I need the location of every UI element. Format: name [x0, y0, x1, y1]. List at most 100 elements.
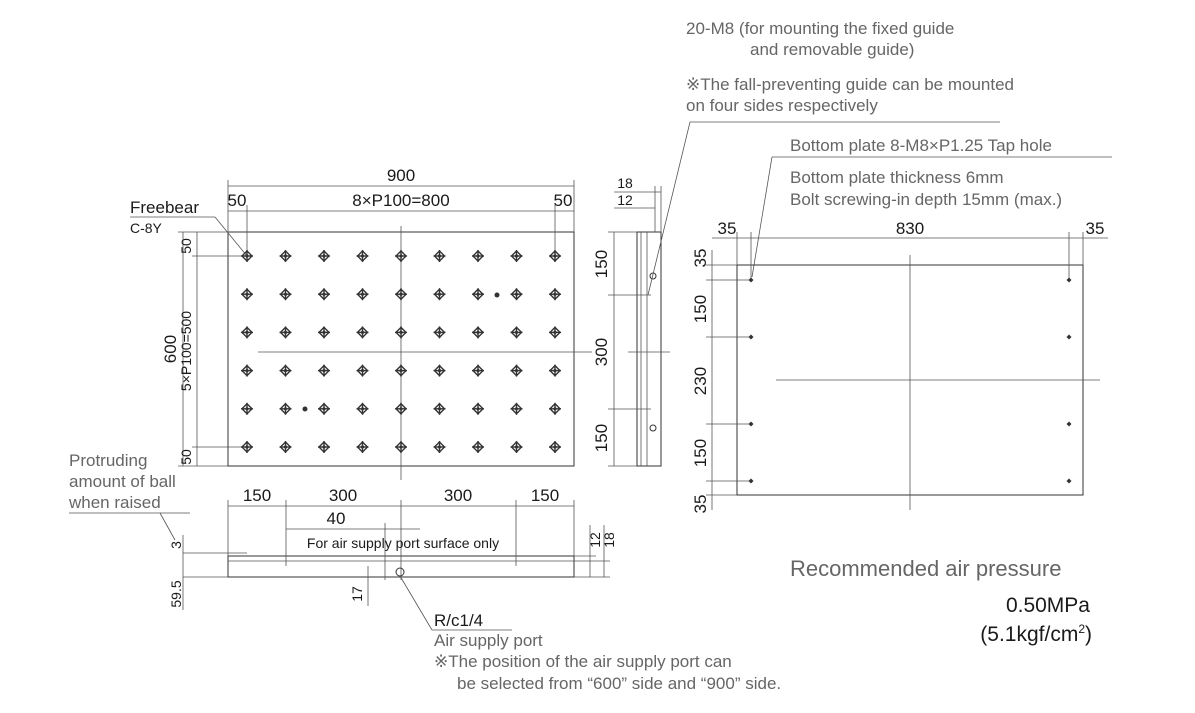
tap-hole	[1066, 478, 1072, 484]
ball-hole	[395, 288, 407, 301]
surface-note: For air supply port surface only	[307, 535, 499, 551]
protruding-line2: amount of ball	[69, 472, 176, 491]
ball-hole	[395, 441, 407, 453]
protruding-leader	[159, 512, 176, 541]
dim-900-label: 900	[387, 166, 415, 185]
tap-hole	[1066, 421, 1072, 427]
guide-note-line4: on four sides respectively	[686, 96, 878, 115]
ball-hole	[395, 250, 407, 262]
dim-600-label: 600	[161, 335, 180, 363]
air-pressure-block: Recommended air pressure 0.50MPa (5.1kgf…	[790, 556, 1092, 646]
side-dim-300: 300	[592, 338, 611, 366]
ball-hole	[395, 364, 407, 377]
ball-hole	[279, 288, 292, 301]
front-dim-150-left: 150	[243, 486, 271, 505]
bottom-dim-35-bottom: 35	[691, 495, 710, 514]
tap-leader	[751, 156, 773, 278]
tap-note: Bottom plate 8-M8×P1.25 Tap hole	[790, 136, 1052, 155]
front-dim-300-right: 300	[444, 486, 472, 505]
side-port-mark	[649, 424, 657, 432]
ball-hole	[510, 250, 523, 262]
side-dim-12: 12	[617, 192, 633, 208]
ball-hole	[241, 441, 253, 453]
ball-hole	[510, 441, 523, 453]
margin-left-label: 50	[228, 191, 247, 210]
guide-note-line3: ※The fall-preventing guide can be mounte…	[686, 75, 1014, 94]
ball-hole	[472, 441, 484, 453]
ball-hole	[241, 250, 253, 262]
ball-hole	[433, 364, 446, 377]
ball-hole	[549, 441, 561, 453]
ball-hole	[510, 288, 523, 301]
ball-hole	[549, 402, 561, 415]
top-view: 900 50 8×P100=800 50 600 50 5×P100=500 5…	[130, 166, 592, 480]
tap-hole	[748, 277, 754, 283]
port-note-line1: ※The position of the air supply port can	[434, 652, 732, 671]
ball-hole	[472, 250, 484, 262]
ball-hole	[356, 441, 369, 453]
ball-hole	[433, 250, 446, 262]
ball-hole	[472, 402, 484, 415]
margin-top-label: 50	[178, 238, 194, 254]
front-dim-40: 40	[327, 509, 346, 528]
ball-hole	[241, 326, 253, 339]
front-dim-59-5: 59.5	[168, 580, 184, 607]
ball-hole	[549, 326, 561, 339]
ball-hole	[318, 402, 330, 415]
bottom-dim-150-a: 150	[691, 295, 710, 323]
guide-note-line2: and removable guide)	[750, 40, 914, 59]
ball-hole	[549, 364, 561, 377]
front-dim-3: 3	[168, 541, 184, 549]
ball-hole	[549, 250, 561, 262]
side-dim-150-top: 150	[592, 250, 611, 278]
extra-mark	[494, 292, 500, 298]
front-dim-17: 17	[349, 586, 365, 602]
ball-hole	[433, 288, 446, 301]
ball-hole	[433, 402, 446, 415]
bottom-dim-35-right: 35	[1086, 219, 1105, 238]
ball-hole	[395, 402, 407, 415]
ball-hole	[318, 364, 330, 377]
bottom-dim-35-top: 35	[691, 249, 710, 268]
freebear-model-label: C-8Y	[130, 220, 163, 236]
air-pressure-value-alt: (5.1kgf/cm2)	[980, 622, 1092, 646]
air-pressure-alt-sup: 2	[1078, 622, 1085, 636]
ball-hole	[279, 326, 292, 339]
bottom-dim-230: 230	[691, 367, 710, 395]
side-dim-18: 18	[617, 175, 633, 191]
ball-hole	[279, 364, 292, 377]
bottom-dim-35-left: 35	[718, 219, 737, 238]
ball-hole	[356, 326, 369, 339]
tap-hole	[748, 421, 754, 427]
port-thread-label: R/c1/4	[434, 611, 483, 630]
ball-hole	[318, 288, 330, 301]
ball-hole	[318, 250, 330, 262]
margin-right-label: 50	[554, 191, 573, 210]
side-dim-150-bottom: 150	[592, 424, 611, 452]
air-pressure-alt-main: (5.1kgf/cm	[980, 623, 1078, 646]
port-note-line2: be selected from “600” side and “900” si…	[457, 674, 781, 693]
pitch-y-label: 5×P100=500	[178, 311, 194, 391]
side-plate-outline	[636, 231, 662, 467]
ball-hole	[510, 326, 523, 339]
tap-hole	[748, 334, 754, 340]
ball-hole	[241, 288, 253, 301]
ball-hole-grid	[241, 250, 561, 453]
bolt-note: Bolt screwing-in depth 15mm (max.)	[790, 190, 1062, 209]
ball-hole	[472, 288, 484, 301]
margin-bottom-label: 50	[178, 449, 194, 465]
side-view: 18 12 150 300 150	[592, 121, 1000, 467]
ball-hole	[356, 250, 369, 262]
ball-hole	[356, 288, 369, 301]
air-pressure-value: 0.50MPa	[1006, 594, 1090, 617]
ball-hole	[510, 364, 523, 377]
ball-hole	[472, 326, 484, 339]
ball-hole	[241, 402, 253, 415]
ball-hole	[395, 326, 407, 339]
front-dim-12: 12	[587, 532, 603, 548]
bottom-view: 20-M8 (for mounting the fixed guide and …	[686, 19, 1112, 513]
thickness-note: Bottom plate thickness 6mm	[790, 168, 1004, 187]
ball-hole	[356, 402, 369, 415]
ball-hole	[510, 402, 523, 415]
